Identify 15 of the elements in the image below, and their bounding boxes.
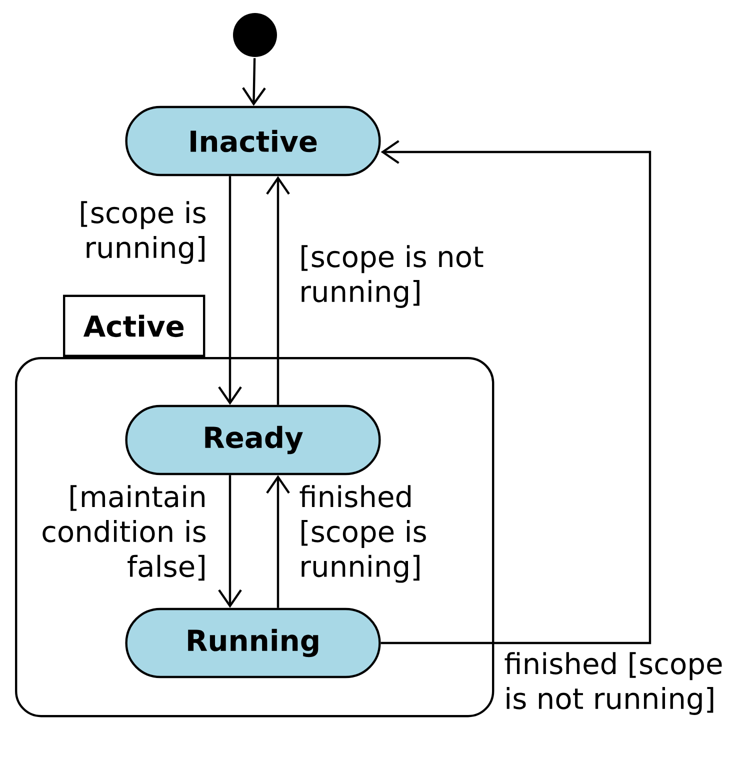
edge-label: finished [scope is running]	[300, 485, 426, 583]
arrow	[380, 140, 652, 644]
state-box: Ready	[125, 404, 381, 476]
arrow	[218, 176, 242, 405]
state-box: Running	[125, 608, 381, 678]
node-label: Active	[83, 314, 184, 338]
arrow	[242, 58, 266, 106]
arrow	[266, 475, 290, 608]
arrow	[266, 176, 290, 405]
initial-state	[233, 13, 277, 57]
edge-label: [scope is running]	[81, 201, 206, 264]
edge-label: finished [scope is not running]	[504, 652, 722, 715]
edge-label: [maintain condition is false]	[42, 485, 206, 581]
arrow	[218, 475, 242, 608]
state-box: Inactive	[125, 106, 381, 176]
